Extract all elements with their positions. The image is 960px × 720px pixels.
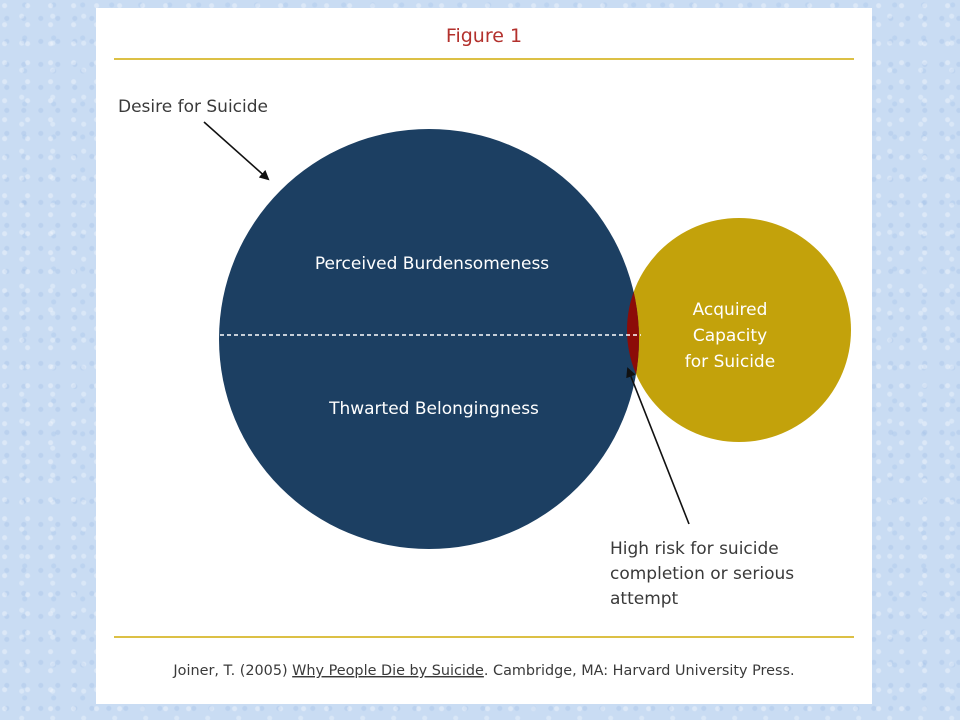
capacity-label-line-1: Acquired bbox=[693, 300, 768, 320]
desire-circle bbox=[219, 129, 639, 549]
figure-title: Figure 1 bbox=[446, 25, 522, 47]
burden-label: Perceived Burdensomeness bbox=[315, 254, 549, 274]
figure-panel: Figure 1 Desire for Suicide Perceived Bu… bbox=[96, 8, 872, 704]
capacity-label-line-2: Capacity bbox=[693, 326, 767, 346]
belonging-label: Thwarted Belongingness bbox=[328, 399, 539, 419]
citation-prefix: Joiner, T. (2005) bbox=[172, 663, 292, 679]
desire-arrow bbox=[203, 121, 270, 181]
capacity-label-line-3: for Suicide bbox=[685, 352, 775, 372]
risk-label-line-1: High risk for suicide bbox=[610, 539, 779, 559]
desire-label: Desire for Suicide bbox=[118, 97, 268, 117]
citation-title: Why People Die by Suicide bbox=[292, 663, 484, 679]
risk-label-line-3: attempt bbox=[610, 589, 679, 609]
risk-arrow bbox=[626, 367, 690, 525]
citation: Joiner, T. (2005) Why People Die by Suic… bbox=[172, 663, 794, 679]
capacity-circle bbox=[627, 218, 851, 442]
venn-diagram: Figure 1 Desire for Suicide Perceived Bu… bbox=[114, 25, 854, 679]
citation-suffix: . Cambridge, MA: Harvard University Pres… bbox=[484, 663, 795, 679]
risk-label-line-2: completion or serious bbox=[610, 564, 794, 584]
